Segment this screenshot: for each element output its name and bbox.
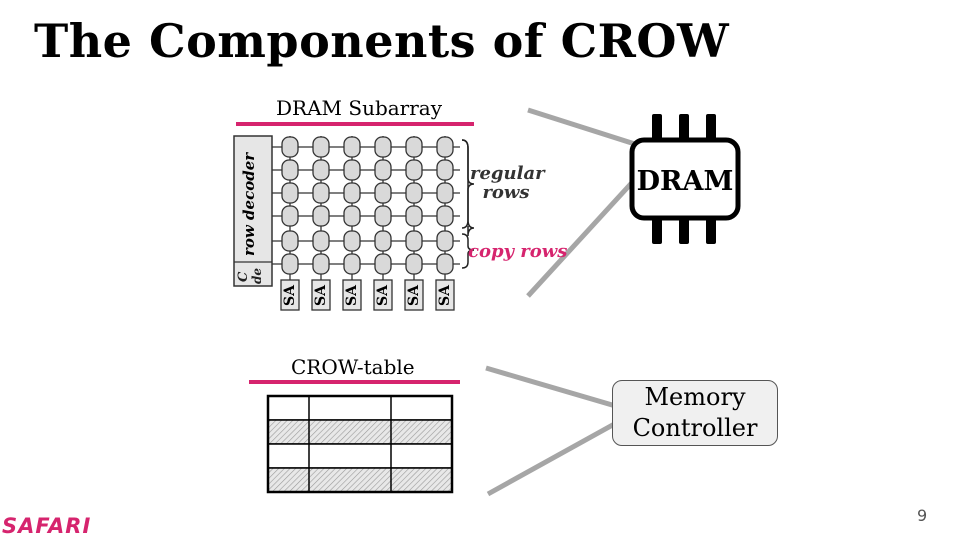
dram-cell — [281, 182, 299, 204]
sense-amp-label: SA — [437, 285, 453, 306]
dram-cell — [405, 230, 423, 252]
dram-cell — [343, 253, 361, 275]
dram-cell — [343, 159, 361, 181]
sense-amp-box — [435, 279, 455, 311]
dram-cell — [374, 230, 392, 252]
page-number: 9 — [917, 506, 928, 525]
dram-cell — [312, 230, 330, 252]
sense-amp-box — [404, 279, 424, 311]
dram-cell — [281, 230, 299, 252]
dram-cell — [405, 182, 423, 204]
copy-rows-brace — [461, 233, 475, 269]
sense-amp-label: SA — [344, 285, 360, 306]
safari-logo: SAFARI — [2, 514, 92, 538]
dram-cell — [405, 205, 423, 227]
dram-cell — [312, 205, 330, 227]
dram-cell — [405, 136, 423, 158]
dram-cell — [312, 136, 330, 158]
copy-rows-label: copy rows — [468, 241, 568, 262]
dram-cell — [343, 182, 361, 204]
dram-chip-label: DRAM — [637, 166, 734, 197]
dram-cell — [374, 205, 392, 227]
dram-cell — [405, 253, 423, 275]
dram-cell — [436, 159, 454, 181]
dram-cell — [343, 205, 361, 227]
crow-table-underline — [249, 380, 460, 384]
memory-controller-label: Memory Controller — [632, 382, 758, 442]
dram-cell — [436, 253, 454, 275]
crow-table-label: CROW-table — [291, 355, 415, 379]
row-decoder-cutoff-bottom: de — [250, 267, 264, 284]
subarray-underline — [236, 122, 474, 126]
sense-amp-label: SA — [406, 285, 422, 306]
cell-array — [272, 136, 460, 284]
dram-cell — [281, 253, 299, 275]
dram-cell — [343, 230, 361, 252]
memory-controller-box: Memory Controller — [612, 380, 778, 446]
sense-amp-label: SA — [282, 285, 298, 306]
dram-cell — [312, 253, 330, 275]
sense-amp-box — [373, 279, 393, 311]
slide-title: The Components of CROW — [34, 14, 730, 68]
dram-cell — [343, 136, 361, 158]
dram-cell — [374, 136, 392, 158]
row-decoder-cutoff-top: C — [236, 271, 251, 282]
regular-rows-label: regular rows — [470, 163, 545, 203]
dram-cell — [374, 182, 392, 204]
dram-cell — [312, 182, 330, 204]
sense-amplifier-row — [280, 279, 455, 311]
dram-cell — [405, 159, 423, 181]
row-decoder-label: row decoder — [240, 152, 258, 256]
sense-amp-label: SA — [313, 285, 329, 306]
dram-chip — [629, 114, 741, 244]
dram-cell — [374, 159, 392, 181]
row-decoder-box — [233, 135, 273, 287]
dram-cell — [436, 230, 454, 252]
dram-cell — [374, 253, 392, 275]
dram-cell — [281, 159, 299, 181]
crow-table — [266, 394, 454, 494]
sense-amp-box — [342, 279, 362, 311]
regular-rows-brace-main — [461, 139, 475, 229]
dram-cell — [281, 205, 299, 227]
dram-cell — [436, 182, 454, 204]
dram-cell — [312, 159, 330, 181]
dram-cell — [436, 205, 454, 227]
sense-amp-box — [280, 279, 300, 311]
dram-cell — [436, 136, 454, 158]
subarray-label: DRAM Subarray — [276, 96, 443, 120]
dram-cell — [281, 136, 299, 158]
sense-amp-box — [311, 279, 331, 311]
sense-amp-label: SA — [375, 285, 391, 306]
